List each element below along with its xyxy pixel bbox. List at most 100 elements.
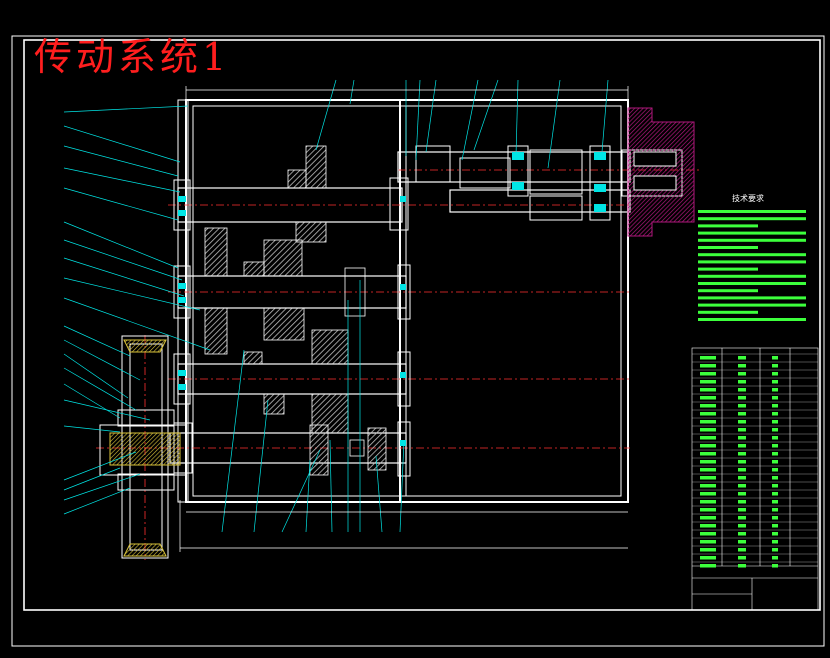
table-cell-text bbox=[700, 356, 716, 360]
table-cell-text bbox=[738, 380, 746, 384]
table-cell-text bbox=[772, 484, 778, 488]
table-cell-text bbox=[772, 492, 778, 496]
table-cell-text bbox=[700, 452, 716, 456]
table-cell-text bbox=[772, 476, 778, 480]
table-cell-text bbox=[738, 372, 746, 376]
table-cell-text bbox=[738, 396, 746, 400]
table-cell-text bbox=[738, 556, 746, 560]
table-cell-text bbox=[738, 516, 746, 520]
table-cell-text bbox=[700, 524, 716, 528]
table-cell-text bbox=[700, 484, 716, 488]
leader-lines-bottom bbox=[221, 280, 405, 533]
gearbox-housing bbox=[177, 99, 629, 503]
table-cell-text bbox=[772, 436, 778, 440]
tech-requirement-line bbox=[698, 253, 806, 257]
table-cell-text bbox=[700, 412, 716, 416]
table-cell-text bbox=[738, 420, 746, 424]
table-cell-text bbox=[700, 404, 716, 408]
tech-requirement-line bbox=[698, 310, 758, 314]
table-cell-text bbox=[700, 396, 716, 400]
table-cell-text bbox=[772, 460, 778, 464]
table-cell-text bbox=[700, 516, 716, 520]
tech-requirement-line bbox=[698, 246, 758, 249]
table-cell-text bbox=[772, 452, 778, 456]
table-cell-text bbox=[772, 444, 778, 448]
right-flange bbox=[627, 107, 695, 237]
table-cell-text bbox=[738, 444, 746, 448]
table-cell-text bbox=[772, 380, 778, 384]
table-cell-text bbox=[772, 468, 778, 472]
table-cell-text bbox=[738, 548, 746, 552]
table-cell-text bbox=[700, 508, 716, 512]
table-cell-text bbox=[738, 564, 746, 568]
table-cell-text bbox=[772, 516, 778, 520]
table-cell-text bbox=[700, 556, 716, 560]
table-cell-text bbox=[700, 460, 716, 464]
table-cell-text bbox=[700, 532, 716, 536]
table-cell-text bbox=[700, 564, 716, 568]
table-cell-text bbox=[738, 436, 746, 440]
table-cell-text bbox=[738, 508, 746, 512]
table-cell-text bbox=[772, 524, 778, 528]
table-cell-text bbox=[772, 556, 778, 560]
table-cell-text bbox=[738, 356, 746, 360]
dimension-lines bbox=[179, 86, 629, 552]
table-cell-text bbox=[738, 500, 746, 504]
table-cell-text bbox=[738, 492, 746, 496]
table-cell-text bbox=[738, 364, 746, 368]
table-cell-text bbox=[738, 476, 746, 480]
bearing-balls bbox=[178, 196, 406, 446]
table-cell-text bbox=[700, 468, 716, 472]
inner-frame bbox=[23, 39, 821, 611]
parts-list-rows bbox=[692, 210, 818, 568]
tech-requirement-line bbox=[698, 274, 806, 278]
table-cell-text bbox=[738, 540, 746, 544]
table-cell-text bbox=[738, 484, 746, 488]
table-cell-text bbox=[772, 364, 778, 368]
table-cell-text bbox=[772, 508, 778, 512]
tech-requirement-line bbox=[698, 224, 758, 228]
table-cell-text bbox=[700, 388, 716, 392]
tech-requirement-line bbox=[698, 231, 806, 235]
tech-requirement-line bbox=[698, 267, 758, 271]
table-cell-text bbox=[700, 492, 716, 496]
table-cell-text bbox=[738, 452, 746, 456]
tech-requirement-line bbox=[698, 260, 806, 264]
table-cell-text bbox=[738, 460, 746, 464]
table-cell-text bbox=[700, 372, 716, 376]
tech-requirement-line bbox=[698, 238, 806, 242]
tech-requirements-title: 技术要求 bbox=[732, 194, 764, 203]
tech-requirement-line bbox=[698, 217, 806, 221]
table-cell-text bbox=[772, 404, 778, 408]
table-cell-text bbox=[700, 436, 716, 440]
table-cell-text bbox=[700, 444, 716, 448]
table-cell-text bbox=[700, 500, 716, 504]
table-cell-text bbox=[772, 372, 778, 376]
leader-lines-top bbox=[315, 79, 609, 169]
table-cell-text bbox=[738, 412, 746, 416]
parts-list-table bbox=[691, 347, 819, 611]
table-cell-text bbox=[738, 524, 746, 528]
table-cell-text bbox=[738, 404, 746, 408]
tech-requirement-line bbox=[698, 210, 806, 213]
table-cell-text bbox=[772, 540, 778, 544]
outer-frame bbox=[11, 35, 825, 647]
table-cell-text bbox=[738, 428, 746, 432]
table-cell-text bbox=[738, 532, 746, 536]
tech-requirement-line bbox=[698, 296, 806, 300]
table-cell-text bbox=[772, 548, 778, 552]
tech-requirement-line bbox=[698, 282, 806, 285]
drawing-title: 传动系统1 bbox=[34, 35, 231, 79]
table-cell-text bbox=[700, 540, 716, 544]
gear-sections bbox=[204, 145, 387, 476]
table-cell-text bbox=[738, 468, 746, 472]
tech-requirement-line bbox=[698, 289, 758, 293]
table-cell-text bbox=[772, 388, 778, 392]
table-cell-text bbox=[772, 412, 778, 416]
table-cell-text bbox=[772, 356, 778, 360]
table-cell-text bbox=[772, 564, 778, 568]
table-cell-text bbox=[700, 428, 716, 432]
output-bearings bbox=[512, 152, 606, 212]
